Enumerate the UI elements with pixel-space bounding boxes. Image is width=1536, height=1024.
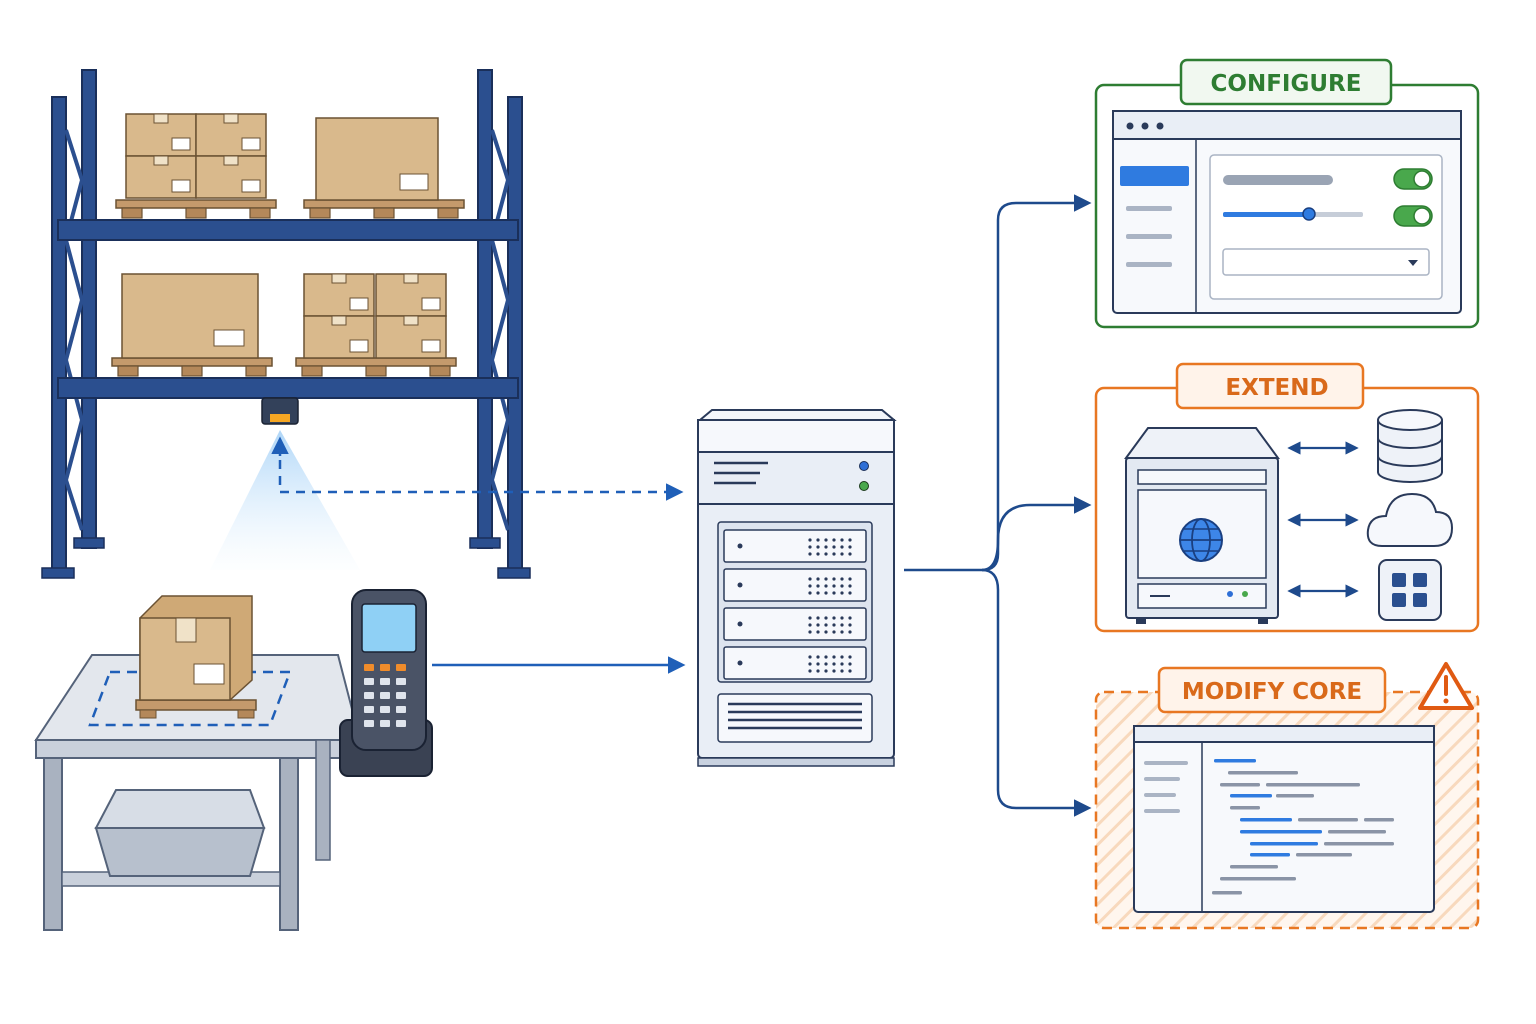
overhead-barcode-scanner-icon	[210, 397, 360, 570]
warning-triangle-icon	[1418, 662, 1474, 710]
toggle-switch-icon	[1393, 205, 1433, 227]
configure-label: CONFIGURE	[1211, 71, 1362, 97]
code-lines	[1212, 759, 1394, 895]
packing-table-icon	[34, 595, 362, 931]
pallet-upper-right	[303, 117, 465, 219]
extend-panel: EXTEND	[1094, 362, 1480, 633]
cloud-icon	[1366, 492, 1454, 547]
toggle-switch-icon	[1393, 168, 1433, 190]
rack-beam-upper	[57, 219, 519, 241]
rack-upright-right	[469, 69, 531, 579]
server-integrations-icon	[1124, 427, 1280, 624]
pallet-lower-right	[295, 273, 457, 377]
app-grid-icon	[1378, 559, 1442, 621]
rack-upright-left	[41, 69, 105, 579]
configure-panel: CONFIGURE	[1094, 58, 1480, 329]
pallet-lower-left	[111, 273, 273, 377]
extend-label-badge	[1175, 362, 1365, 410]
handheld-scanner-icon	[339, 589, 433, 777]
central-server-icon	[697, 409, 897, 767]
server-to-panels-links	[904, 194, 1092, 817]
slider-icon	[1223, 207, 1363, 221]
warehouse-rack	[41, 69, 531, 579]
scanner-to-server-link	[278, 444, 684, 501]
modify-core-label: MODIFY CORE	[1182, 679, 1362, 705]
modify-core-panel: MODIFY CORE	[1094, 662, 1480, 930]
settings-window-icon	[1112, 110, 1462, 314]
integration-arrows	[1287, 441, 1359, 598]
globe-icon	[1179, 518, 1223, 562]
dropdown-icon	[1222, 248, 1430, 276]
rack-beam-lower	[57, 377, 519, 399]
modify-core-label-badge	[1157, 666, 1387, 714]
configure-label-badge	[1179, 58, 1393, 106]
code-editor-icon	[1133, 725, 1435, 913]
server-drive-bays	[723, 529, 867, 680]
database-icon	[1377, 409, 1443, 483]
extend-label: EXTEND	[1225, 375, 1328, 401]
pallet-upper-left	[115, 113, 277, 219]
